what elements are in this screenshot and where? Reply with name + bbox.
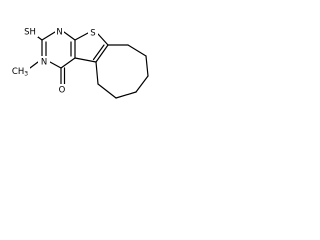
bond-c8-c9 xyxy=(127,44,147,57)
bond-c8a-s xyxy=(74,32,89,41)
bond-c2-n1 xyxy=(41,31,56,41)
bond-c10-c11 xyxy=(135,75,149,93)
bond-c11-c12 xyxy=(115,91,137,99)
atom-sh: SH xyxy=(24,28,36,38)
atom-methyl-subscript: 3 xyxy=(24,70,28,77)
atom-methyl: CH3 xyxy=(8,64,30,77)
bond-c7a-c3a xyxy=(95,44,109,63)
bond-c3a-c4a xyxy=(74,57,97,63)
atom-s-ring: S xyxy=(90,29,95,39)
atom-n1: N xyxy=(56,28,62,38)
atom-carbonyl-o: O xyxy=(59,86,66,96)
atom-label-layer: SH N S N CH3 O xyxy=(8,26,98,96)
bond-c4-n3 xyxy=(49,61,62,69)
bond-layer xyxy=(29,31,149,99)
atom-methyl-text: CH3 xyxy=(12,67,28,78)
atom-n3: N xyxy=(41,58,47,68)
bond-n1-c8a xyxy=(63,31,76,41)
bond-c7a-c3a-double xyxy=(92,44,105,61)
atom-methyl-main: CH xyxy=(12,67,24,77)
bond-c13-c3a xyxy=(95,61,99,85)
bond-c9-c10 xyxy=(145,55,149,77)
structure-diagram: SH N S N CH3 O xyxy=(8,26,149,99)
bond-c12-c13 xyxy=(97,83,117,99)
bond-n3-ch3 xyxy=(29,61,39,69)
bond-c4a-c4 xyxy=(60,57,76,69)
bond-s-c7a xyxy=(97,33,109,46)
